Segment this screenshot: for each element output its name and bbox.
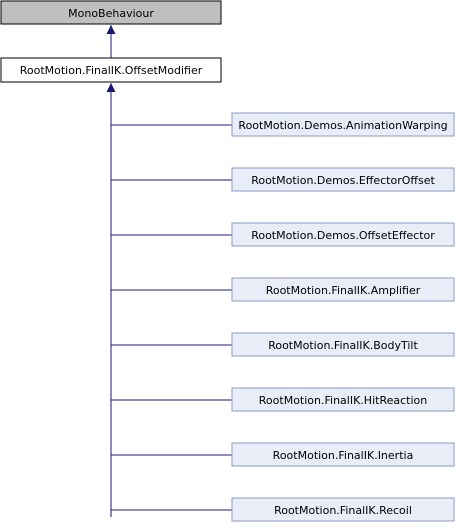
class-node-box [0, 0, 222, 25]
class-node-derived[interactable]: RootMotion.FinalIK.HitReaction [231, 387, 455, 412]
class-node-monobehaviour[interactable]: MonoBehaviour [0, 0, 222, 25]
class-node-label: RootMotion.FinalIK.Amplifier [266, 284, 421, 297]
class-node-label: RootMotion.FinalIK.BodyTilt [268, 339, 418, 352]
class-node-derived[interactable]: RootMotion.Demos.EffectorOffset [231, 167, 455, 192]
class-node-label: RootMotion.FinalIK.HitReaction [259, 394, 427, 407]
class-node-derived[interactable]: RootMotion.FinalIK.Inertia [231, 442, 455, 467]
class-node-derived[interactable]: RootMotion.FinalIK.Recoil [231, 497, 455, 522]
derived-class-list: RootMotion.Demos.AnimationWarpingRootMot… [231, 112, 455, 522]
class-node-box [231, 167, 455, 192]
class-node-label: RootMotion.Demos.OffsetEffector [251, 229, 435, 242]
class-node-box [231, 387, 455, 412]
class-node-box [231, 442, 455, 467]
class-node-derived[interactable]: RootMotion.FinalIK.BodyTilt [231, 332, 455, 357]
class-node-box [231, 222, 455, 247]
class-node-label: RootMotion.FinalIK.Recoil [274, 504, 412, 517]
class-node-label: RootMotion.FinalIK.Inertia [273, 449, 414, 462]
inheritance-edges [106, 25, 232, 517]
class-node-derived[interactable]: RootMotion.Demos.AnimationWarping [231, 112, 455, 137]
class-node-box [0, 57, 222, 83]
class-node-offsetmodifier[interactable]: RootMotion.FinalIK.OffsetModifier [0, 57, 222, 83]
class-node-derived[interactable]: RootMotion.Demos.OffsetEffector [231, 222, 455, 247]
class-node-label: RootMotion.Demos.EffectorOffset [251, 174, 435, 187]
class-node-box [231, 332, 455, 357]
class-node-box [231, 277, 455, 302]
class-node-derived[interactable]: RootMotion.FinalIK.Amplifier [231, 277, 455, 302]
class-node-box [231, 497, 455, 522]
class-node-label: RootMotion.FinalIK.OffsetModifier [20, 64, 203, 77]
class-node-label: RootMotion.Demos.AnimationWarping [238, 119, 447, 132]
class-node-label: MonoBehaviour [68, 7, 154, 20]
class-node-box [231, 112, 455, 137]
